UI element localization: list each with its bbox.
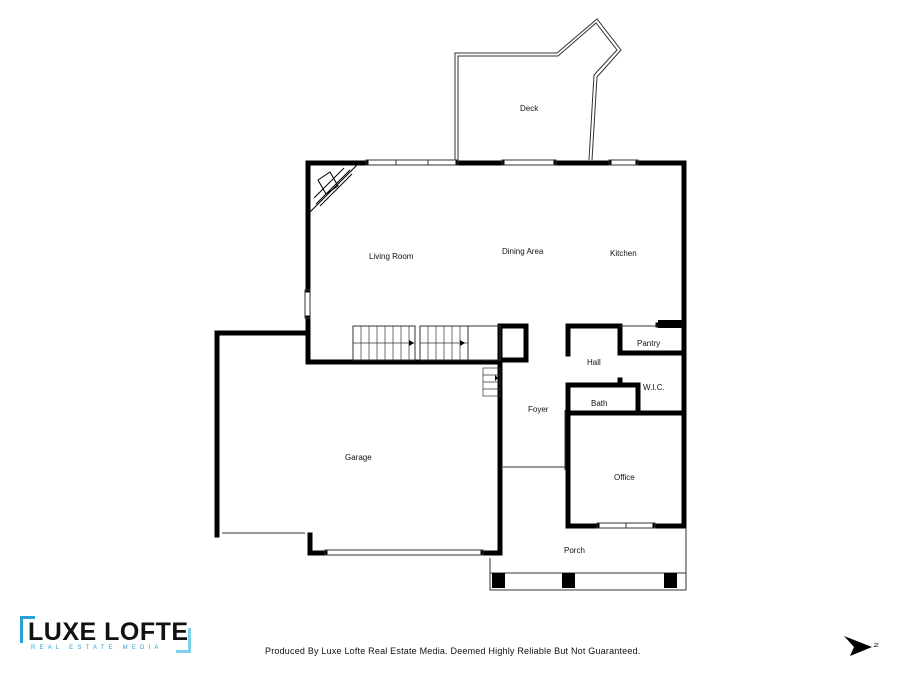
room-label-office: Office bbox=[614, 473, 635, 482]
logo-main-text: LUXE LOFTE bbox=[28, 618, 189, 646]
columns bbox=[492, 320, 684, 588]
room-label-dining-area: Dining Area bbox=[502, 247, 544, 256]
logo-subtitle: REAL ESTATE MEDIA bbox=[31, 645, 163, 651]
room-label-porch: Porch bbox=[564, 546, 585, 555]
deck-outline bbox=[454, 18, 622, 161]
exterior-walls bbox=[214, 160, 687, 556]
logo-bracket-left bbox=[20, 616, 35, 643]
room-label-pantry: Pantry bbox=[637, 339, 660, 348]
room-label-living-room: Living Room bbox=[369, 252, 414, 261]
room-label-foyer: Foyer bbox=[528, 405, 549, 414]
logo-bracket-right bbox=[176, 628, 191, 653]
room-label-garage: Garage bbox=[345, 453, 372, 462]
disclaimer-text: Produced By Luxe Lofte Real Estate Media… bbox=[265, 646, 641, 656]
room-label-kitchen: Kitchen bbox=[610, 249, 637, 258]
north-letter: N bbox=[872, 643, 878, 647]
room-label-bath: Bath bbox=[591, 399, 607, 408]
room-label-wic: W.I.C. bbox=[643, 383, 665, 392]
stair-arrows bbox=[409, 340, 498, 381]
company-logo: LUXE LOFTE REAL ESTATE MEDIA bbox=[20, 614, 191, 656]
room-label-hall: Hall bbox=[587, 358, 601, 367]
thin-lines bbox=[222, 159, 687, 591]
room-label-deck: Deck bbox=[520, 104, 539, 113]
fireplace bbox=[309, 164, 359, 214]
north-arrow-icon: N bbox=[844, 636, 878, 656]
stair-treads bbox=[353, 326, 501, 397]
